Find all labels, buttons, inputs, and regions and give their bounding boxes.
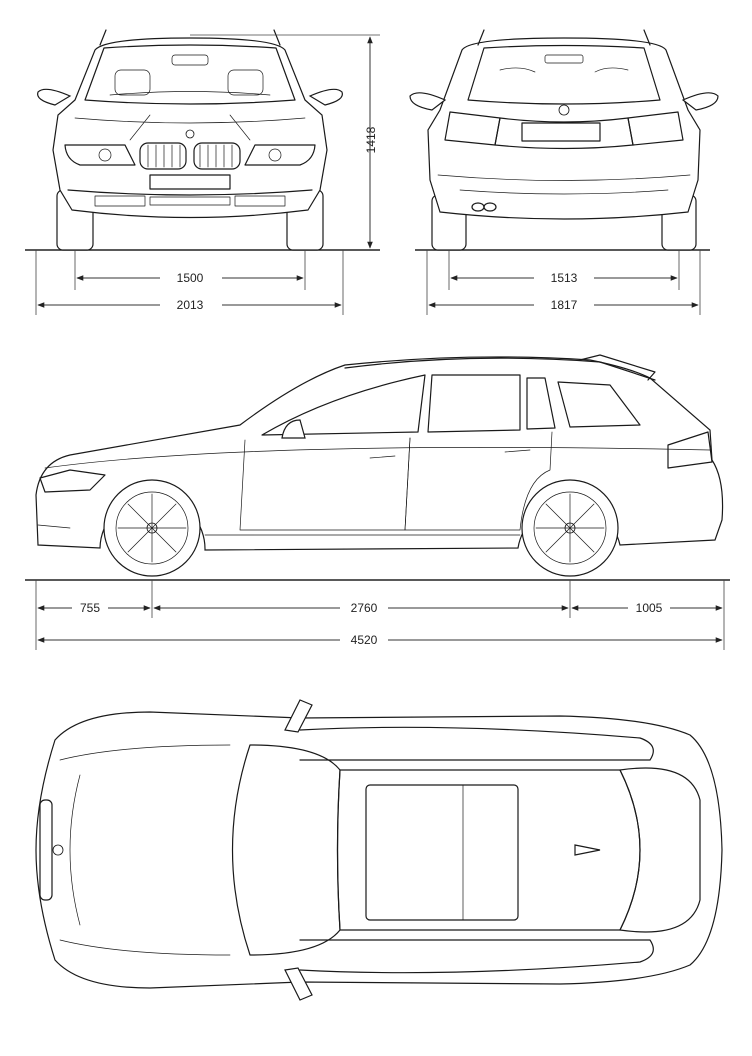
- roof-spoiler: [579, 354, 656, 381]
- rear-logo-badge: [558, 104, 570, 116]
- tailgate-panel: [494, 117, 634, 150]
- front-rim: [115, 491, 189, 565]
- side-view: [25, 354, 730, 581]
- grille-left: [139, 142, 187, 170]
- top-logo-badge: [52, 844, 64, 856]
- front-bumper-line: [67, 189, 313, 196]
- rear-track-value: 1513: [551, 271, 578, 285]
- grille-right: [193, 142, 241, 170]
- wheelbase-value: 2760: [351, 601, 378, 615]
- roof-rail: [344, 357, 656, 381]
- front-seat-right: [227, 69, 264, 96]
- side-headlight: [39, 469, 106, 493]
- front-door-handle: [369, 455, 396, 459]
- rear-view: [409, 29, 719, 251]
- front-roof-rails: [99, 29, 281, 46]
- top-sunroof: [365, 784, 519, 921]
- side-window-rear: [427, 374, 521, 433]
- side-front-bumper-detail: [37, 524, 71, 529]
- headlight-lamp-left: [98, 148, 112, 162]
- top-roof-rail-lower: [299, 939, 654, 974]
- fog-intake-left: [94, 195, 146, 207]
- top-mirror-lower: [284, 967, 313, 1001]
- headlight-lamp-right: [268, 148, 282, 162]
- front-track-value: 1500: [177, 271, 204, 285]
- rear-headrests: [499, 67, 629, 73]
- rear-plate: [521, 122, 601, 142]
- front-dashboard: [109, 91, 271, 96]
- front-mirror-right: [308, 88, 343, 106]
- top-roof-rail-upper: [299, 726, 654, 761]
- front-windshield: [84, 44, 296, 105]
- headlight-left: [64, 144, 136, 166]
- side-mirror: [281, 419, 306, 439]
- grille-slats: [147, 144, 233, 168]
- exhaust-pipe-2: [483, 202, 497, 212]
- headlight-right: [244, 144, 316, 166]
- rear-mirror-right: [681, 92, 719, 111]
- top-shark-antenna: [574, 844, 601, 856]
- hood-line: [74, 117, 306, 124]
- front-overhang-value: 755: [80, 601, 100, 615]
- top-hood-crease: [69, 774, 81, 926]
- rear-door: [404, 431, 553, 531]
- hood-creases: [129, 114, 251, 141]
- rear-rim: [533, 491, 607, 565]
- lower-intake: [149, 196, 231, 206]
- rear-bumper-line: [437, 174, 691, 181]
- front-logo-badge: [185, 129, 195, 139]
- rear-window: [467, 44, 661, 105]
- top-hood-line-upper: [59, 744, 231, 761]
- front-width-dimensions: 1500 2013: [35, 250, 344, 315]
- top-rear-window: [619, 767, 701, 933]
- rear-door-handle: [504, 449, 531, 453]
- rearview-mirror: [171, 54, 209, 66]
- height-dimension: 1418: [190, 34, 380, 249]
- side-window-pillar: [526, 377, 556, 430]
- height-value: 1418: [364, 126, 378, 153]
- rear-mirror-left: [409, 92, 447, 111]
- rear-roof-rails: [477, 29, 651, 46]
- length-dimensions: 755 2760 1005 4520: [35, 580, 725, 650]
- rear-width-dimensions: 1513 1817: [426, 250, 701, 315]
- rear-rim-spokes: [535, 493, 605, 563]
- top-grille: [39, 799, 53, 901]
- shoulder-line: [44, 447, 711, 469]
- top-body-outline: [35, 711, 723, 989]
- front-width-value: 2013: [177, 298, 204, 312]
- front-body: [52, 37, 328, 219]
- overall-length-value: 4520: [351, 633, 378, 647]
- rear-diffuser-line: [459, 189, 669, 195]
- side-taillight: [667, 431, 713, 469]
- side-window-front: [261, 374, 426, 436]
- rear-width-value: 1817: [551, 298, 578, 312]
- front-seat-left: [114, 69, 151, 96]
- rear-overhang-value: 1005: [636, 601, 663, 615]
- front-mirror-left: [37, 88, 72, 106]
- top-hood-line-lower: [59, 939, 231, 956]
- fog-intake-right: [234, 195, 286, 207]
- front-rim-spokes: [117, 493, 187, 563]
- top-view: [35, 699, 723, 1001]
- front-view: [25, 29, 380, 251]
- side-window-quarter: [557, 381, 641, 428]
- front-plate: [149, 174, 231, 190]
- rear-brake-light: [544, 54, 584, 64]
- top-mirror-upper: [284, 699, 313, 733]
- rear-body: [427, 37, 701, 220]
